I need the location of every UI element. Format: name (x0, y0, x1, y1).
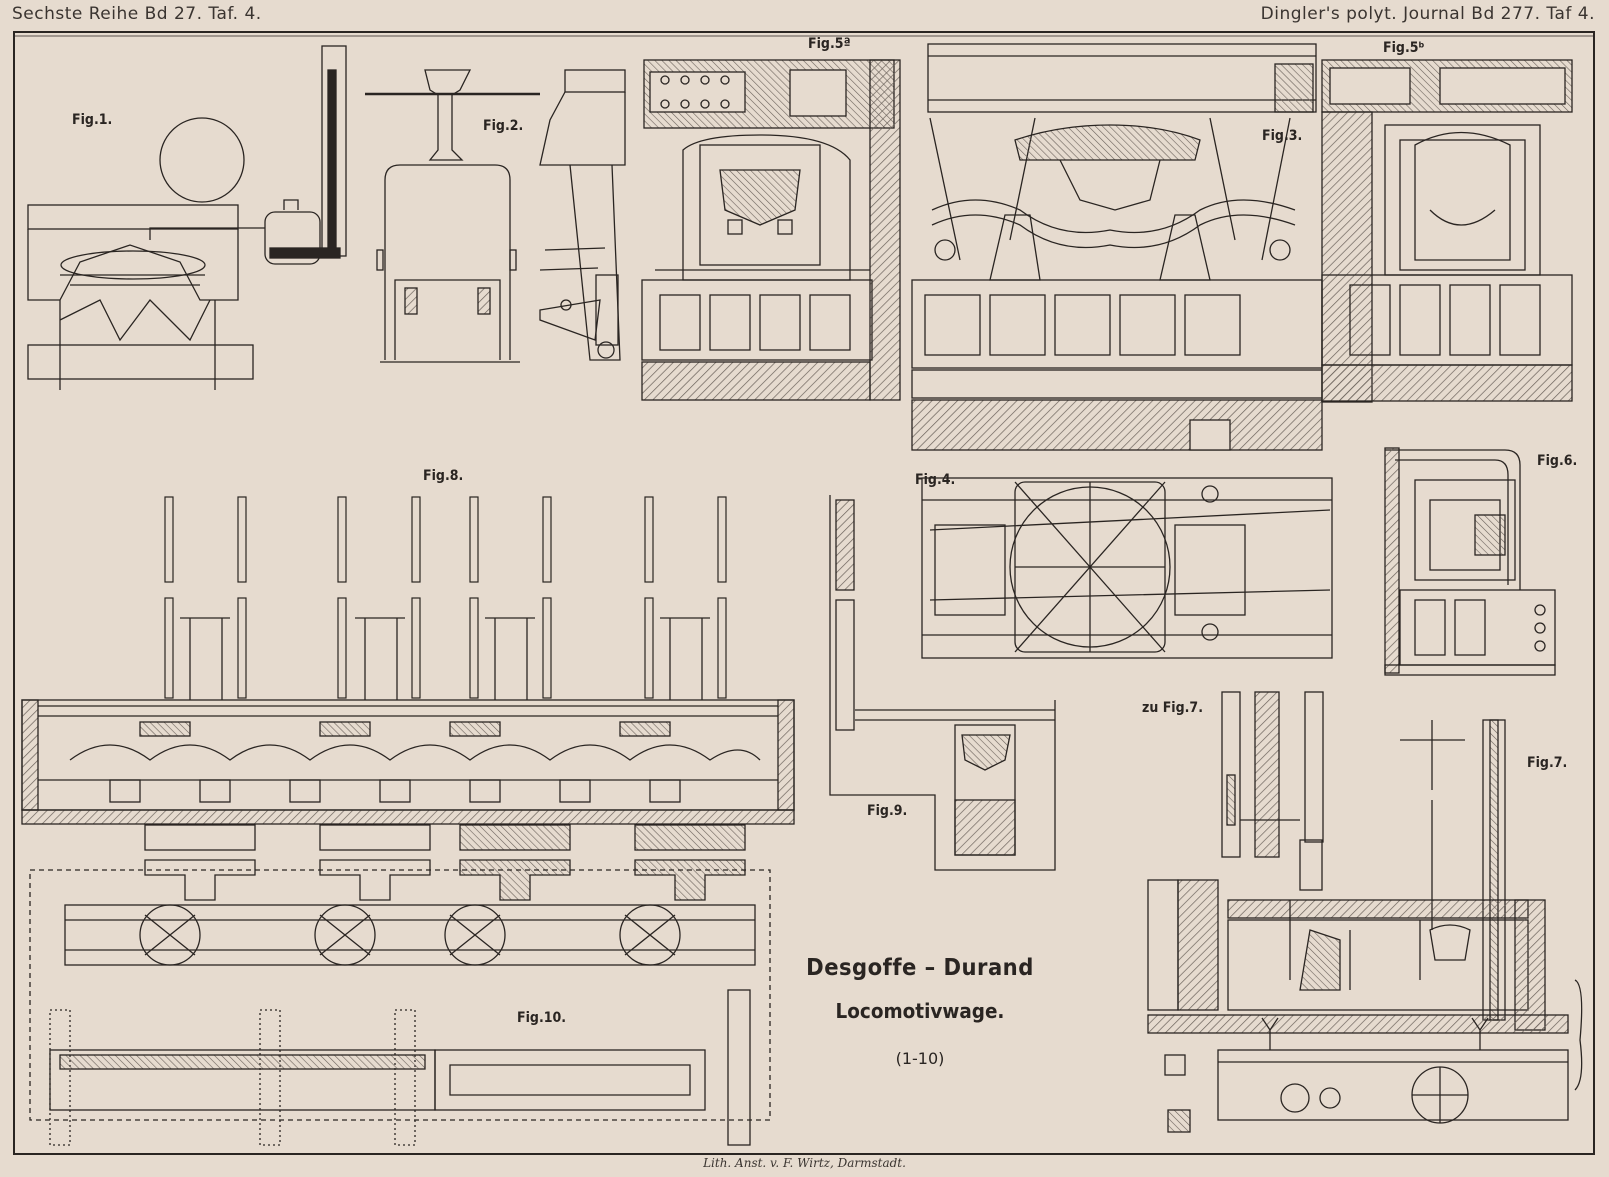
figure-9-label: Fig.9. (867, 803, 908, 819)
figure-zu-7-label: zu Fig.7. (1142, 700, 1203, 716)
figure-1-label: Fig.1. (72, 112, 113, 128)
figure-6-drawing (1384, 447, 1556, 676)
figure-3-label: Fig.3. (1262, 128, 1303, 144)
figure-8-label: Fig.8. (423, 468, 464, 484)
figure-4-drawing (921, 477, 1333, 659)
figure-10-drawing (29, 824, 771, 1146)
figure-7-drawing (1147, 719, 1583, 1133)
figure-2-label: Fig.2. (483, 118, 524, 134)
imprint: Lith. Anst. v. F. Wirtz, Darmstadt. (703, 1156, 906, 1170)
figure-9-drawing (829, 495, 1056, 871)
figure-5b-drawing (1321, 59, 1573, 403)
figure-5b-label: Fig.5ᵇ (1383, 40, 1425, 56)
figure-3-drawing (911, 43, 1323, 451)
figure-1-drawing (27, 45, 347, 390)
header-right: Dingler's polyt. Journal Bd 277. Taf 4. (1260, 4, 1595, 24)
figure-5a-label: Fig.5ª (808, 36, 851, 52)
header-left: Sechste Reihe Bd 27. Taf. 4. (12, 4, 262, 24)
figure-6-label: Fig.6. (1537, 453, 1578, 469)
figure-10-label: Fig.10. (517, 1010, 567, 1026)
figure-range: (1-10) (895, 1049, 945, 1068)
figure-4-label: Fig.4. (915, 472, 956, 488)
title-block: Desgoffe – Durand Locomotivwage. (1-10) (790, 955, 1050, 1068)
plate-title: Desgoffe – Durand (806, 955, 1034, 981)
plate-border (13, 31, 1595, 1155)
figure-5a-drawing (641, 59, 901, 401)
figure-2-drawing (365, 69, 626, 363)
plate-subtitle: Locomotivwage. (835, 999, 1005, 1023)
figure-7-label: Fig.7. (1527, 755, 1568, 771)
figure-8-drawing (21, 496, 795, 825)
figure-zu-7-drawing (1221, 691, 1324, 891)
